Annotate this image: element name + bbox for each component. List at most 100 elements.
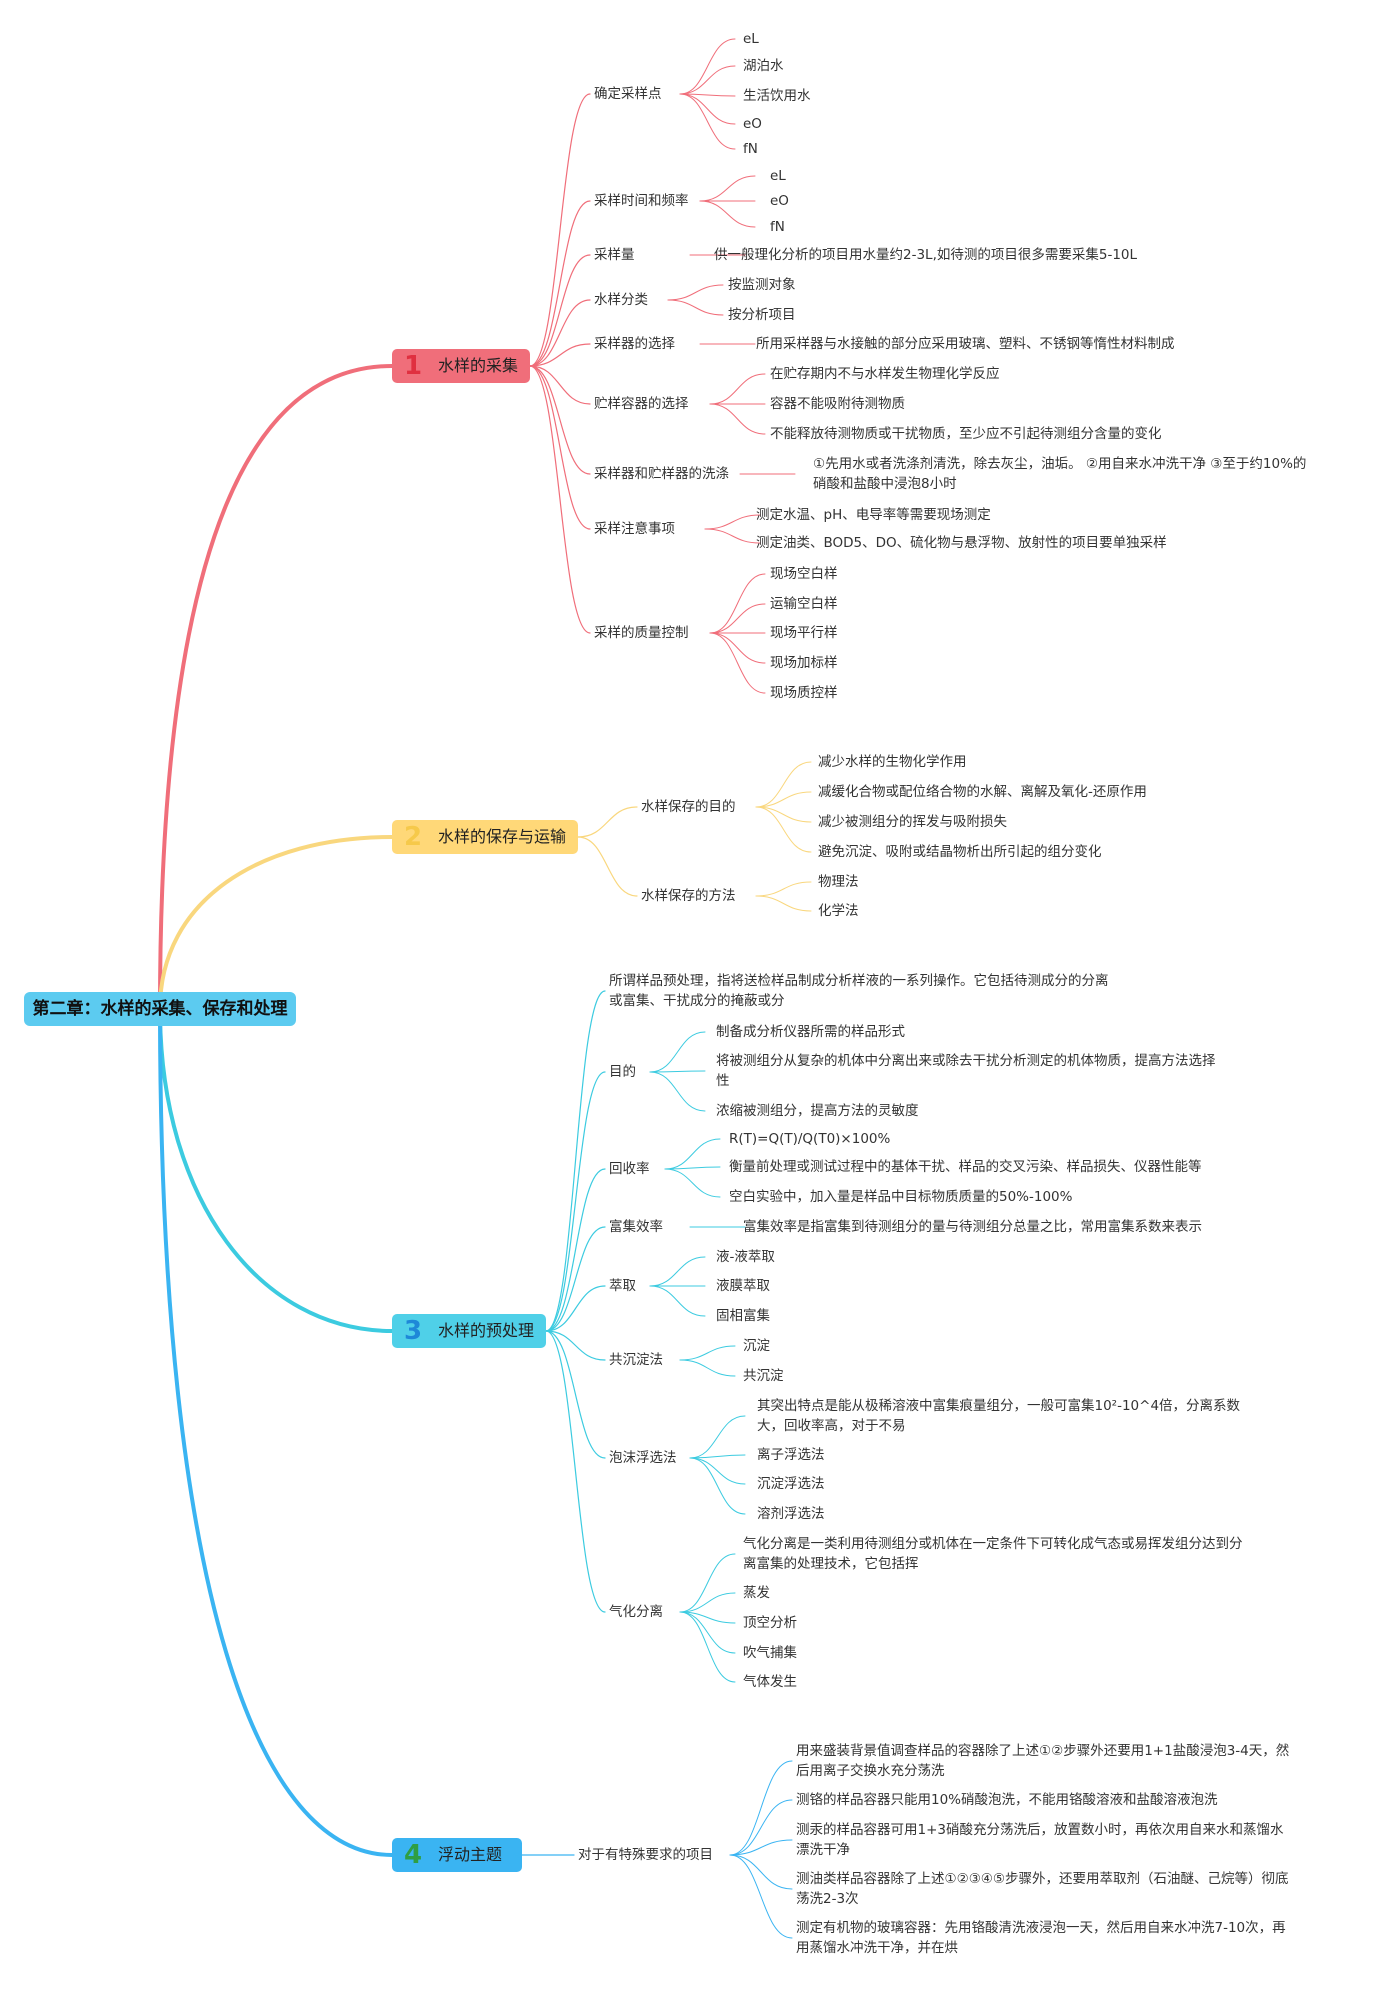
leaf-connector — [704, 514, 761, 530]
branch-topic-sampling[interactable]: 1 水样的采集 — [392, 349, 530, 383]
leaf[interactable]: fN — [743, 141, 758, 157]
leaf-connector — [649, 1256, 706, 1287]
leaf[interactable]: eL — [770, 168, 786, 184]
leaf[interactable]: 气体发生 — [743, 1674, 797, 1690]
leaf[interactable]: ①先用水或者洗涤剂清洗，除去灰尘，油垢。 ②用自来水冲洗干净 ③至于约10%的硝… — [813, 456, 1307, 492]
leaf[interactable]: 在贮存期内不与水样发生物理化学反应 — [770, 366, 1000, 382]
leaf[interactable]: 湖泊水 — [743, 58, 784, 74]
leaf[interactable]: 沉淀浮选法 — [757, 1476, 825, 1492]
topic-sampling-volume[interactable]: 采样量 — [594, 247, 635, 263]
leaf[interactable]: 制备成分析仪器所需的样品形式 — [716, 1024, 905, 1040]
leaf[interactable]: 生活饮用水 — [743, 88, 811, 104]
leaf[interactable]: 测油类样品容器除了上述①②③④⑤步骤外，还要用萃取剂（石油醚、己烷等）彻底荡洗2… — [796, 1871, 1289, 1907]
topic-connector — [577, 806, 638, 838]
leaf-connector — [667, 299, 724, 316]
leaf-connector — [679, 1359, 736, 1377]
topic-connector — [529, 93, 591, 367]
root-connector — [158, 364, 394, 1011]
leaf[interactable]: 现场平行样 — [770, 625, 838, 641]
branch-topic-preservation[interactable]: 2 水样的保存与运输 — [392, 820, 578, 854]
leaf[interactable]: 测定油类、BOD5、DO、硫化物与悬浮物、放射性的项目要单独采样 — [756, 535, 1167, 551]
topic-connector — [529, 365, 591, 405]
leaf[interactable]: 溶剂浮选法 — [757, 1506, 825, 1522]
leaf[interactable]: 液-液萃取 — [716, 1249, 775, 1265]
leaf[interactable]: 减少被测组分的挥发与吸附损失 — [818, 814, 1007, 830]
topic-sample-classification[interactable]: 水样分类 — [594, 292, 648, 308]
topic-quality-control[interactable]: 采样的质量控制 — [594, 625, 689, 641]
leaf-connector — [679, 93, 736, 150]
topic-foam-flotation[interactable]: 泡沫浮选法 — [609, 1450, 677, 1466]
leaf[interactable]: 测汞的样品容器可用1+3硝酸充分荡洗后，放置数小时，再依次用自来水和蒸馏水漂洗干… — [796, 1822, 1284, 1858]
leaf[interactable]: 测铬的样品容器只能用10%硝酸泡洗，不能用铬酸溶液和盐酸溶液泡洗 — [796, 1792, 1218, 1808]
leaf[interactable]: 测定有机物的玻璃容器：先用铬酸清洗液浸泡一天，然后用自来水冲洗7-10次，再用蒸… — [796, 1920, 1286, 1956]
leaf[interactable]: eL — [743, 31, 759, 47]
leaf[interactable]: 供一般理化分析的项目用水量约2-3L,如待测的项目很多需要采集5-10L — [714, 247, 1138, 263]
branch-topic-floating[interactable]: 4 浮动主题 — [392, 1838, 522, 1872]
leaf[interactable]: 按分析项目 — [728, 307, 796, 323]
topic-coprecipitation[interactable]: 共沉淀法 — [609, 1352, 663, 1368]
topic-pretreatment-definition[interactable]: 所谓样品预处理，指将送检样品制成分析样液的一系列操作。它包括待测成分的分离或富集… — [609, 973, 1109, 1009]
leaf[interactable]: 其突出特点是能从极稀溶液中富集痕量组分，一般可富集10²-10^4倍，分离系数大… — [757, 1398, 1241, 1434]
topic-connector — [529, 365, 591, 475]
leaf[interactable]: 不能释放待测物质或干扰物质，至少应不引起待测组分含量的变化 — [770, 426, 1162, 442]
leaf-connector — [689, 1454, 746, 1459]
leaf[interactable]: 离子浮选法 — [757, 1447, 825, 1463]
leaf[interactable]: 运输空白样 — [770, 596, 838, 612]
leaf[interactable]: 物理法 — [818, 874, 859, 890]
leaf[interactable]: 空白实验中，加入量是样品中目标物质质量的50%-100% — [729, 1189, 1073, 1205]
leaf[interactable]: 将被测组分从复杂的机体中分离出来或除去干扰分析测定的机体物质，提高方法选择性 — [716, 1053, 1216, 1089]
leaf-connector — [679, 38, 736, 95]
leaf[interactable]: 现场质控样 — [770, 685, 838, 701]
leaf[interactable]: 所用采样器与水接触的部分应采用玻璃、塑料、不锈钢等惰性材料制成 — [756, 336, 1175, 352]
leaf[interactable]: 化学法 — [818, 903, 859, 919]
leaf[interactable]: 富集效率是指富集到待测组分的量与待测组分总量之比，常用富集系数来表示 — [743, 1219, 1202, 1235]
leaf[interactable]: 容器不能吸附待测物质 — [770, 396, 905, 412]
topic-preservation-purpose[interactable]: 水样保存的目的 — [641, 799, 736, 815]
leaf[interactable]: 气化分离是一类利用待测组分或机体在一定条件下可转化成气态或易挥发组分达到分离富集… — [743, 1536, 1243, 1572]
root-topic[interactable]: 第二章：水样的采集、保存和处理 — [24, 992, 296, 1026]
topic-sampling-notes[interactable]: 采样注意事项 — [594, 521, 675, 537]
leaf[interactable]: 减缓化合物或配位络合物的水解、离解及氧化-还原作用 — [818, 784, 1147, 800]
topic-preservation-methods[interactable]: 水样保存的方法 — [641, 888, 736, 904]
leaf[interactable]: fN — [770, 219, 785, 235]
leaf[interactable]: 现场空白样 — [770, 566, 838, 582]
topic-sampler-selection[interactable]: 采样器的选择 — [594, 336, 675, 352]
leaf[interactable]: 浓缩被测组分，提高方法的灵敏度 — [716, 1103, 919, 1119]
leaf[interactable]: eO — [770, 193, 789, 209]
leaf[interactable]: R(T)=Q(T)/Q(T0)×100% — [729, 1131, 891, 1147]
topic-container-selection[interactable]: 贮样容器的选择 — [594, 396, 689, 412]
leaf[interactable]: 蒸发 — [743, 1585, 770, 1601]
leaf[interactable]: 顶空分析 — [743, 1615, 797, 1631]
branch-topic-pretreatment[interactable]: 3 水样的预处理 — [392, 1314, 546, 1348]
leaf[interactable]: 衡量前处理或测试过程中的基体干扰、样品的交叉污染、样品损失、仪器性能等 — [729, 1159, 1202, 1175]
topic-special-requirements[interactable]: 对于有特殊要求的项目 — [578, 1847, 713, 1863]
topic-sampling-time[interactable]: 采样时间和频率 — [594, 193, 689, 209]
leaf[interactable]: 用来盛装背景值调查样品的容器除了上述①②步骤外还要用1+1盐酸浸泡3-4天，然后… — [796, 1743, 1290, 1779]
leaf-connector — [689, 1457, 746, 1485]
leaf[interactable]: 固相富集 — [716, 1308, 770, 1324]
topic-extraction[interactable]: 萃取 — [609, 1278, 636, 1294]
leaf[interactable]: 避免沉淀、吸附或结晶物析出所引起的组分变化 — [818, 844, 1102, 860]
leaf-connector — [755, 806, 812, 853]
topic-connector — [545, 1330, 606, 1361]
leaf[interactable]: 液膜萃取 — [716, 1278, 770, 1294]
branch-number: 2 — [404, 822, 423, 852]
topic-enrichment-efficiency[interactable]: 富集效率 — [609, 1219, 663, 1235]
leaf[interactable]: eO — [743, 116, 762, 132]
leaf[interactable]: 测定水温、pH、电导率等需要现场测定 — [756, 507, 991, 523]
topic-washing[interactable]: 采样器和贮样器的洗涤 — [594, 466, 729, 482]
topic-connector — [545, 1071, 606, 1332]
topic-recovery-rate[interactable]: 回收率 — [609, 1161, 650, 1177]
leaf-connector — [709, 403, 766, 435]
leaf[interactable]: 吹气捕集 — [743, 1645, 797, 1661]
topic-gasification[interactable]: 气化分离 — [609, 1604, 663, 1620]
topic-sampling-point[interactable]: 确定采样点 — [594, 86, 662, 102]
leaf[interactable]: 现场加标样 — [770, 655, 838, 671]
leaf[interactable]: 沉淀 — [743, 1338, 770, 1354]
topic-purpose[interactable]: 目的 — [609, 1064, 636, 1080]
leaf[interactable]: 共沉淀 — [743, 1368, 784, 1384]
leaf[interactable]: 按监测对象 — [728, 277, 796, 293]
leaf-connector — [729, 1799, 793, 1856]
leaf-connector — [664, 1138, 721, 1170]
leaf[interactable]: 减少水样的生物化学作用 — [818, 754, 967, 770]
